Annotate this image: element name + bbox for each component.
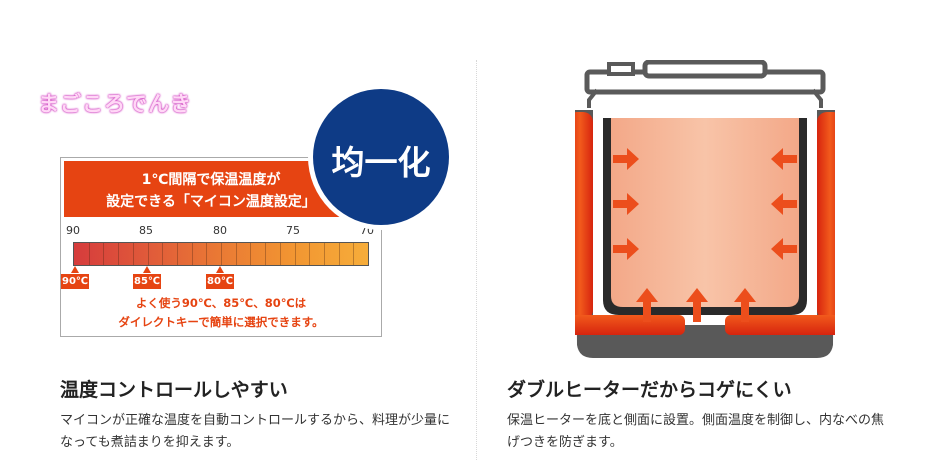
badge-circle: 均一化 [313, 89, 449, 225]
scale-division [88, 243, 90, 265]
marker-80: 80℃ [205, 266, 235, 289]
marker-arrow-icon [143, 266, 151, 273]
uniform-badge: 均一化 [308, 84, 454, 230]
left-side-heater [575, 112, 593, 320]
right-heading: ダブルヒーターだからコゲにくい [507, 379, 792, 401]
temperature-scale-bar [73, 242, 369, 266]
left-feature-panel: 1℃間隔で保温温度が 設定できる「マイコン温度設定」 90 85 80 75 7… [38, 84, 454, 450]
marker-label-85: 85℃ [133, 274, 161, 289]
marker-label-80: 80℃ [206, 274, 234, 289]
scale-division [118, 243, 120, 265]
scale-division [265, 243, 267, 265]
scale-division [250, 243, 252, 265]
note-line-1: よく使う90℃、85℃、80℃は [135, 296, 307, 310]
heat-arrow-icons [613, 148, 797, 322]
scale-division [309, 243, 311, 265]
right-feature-panel: ダブルヒーターだからコゲにくい 保温ヒーターを底と側面に設置。側面温度を制御し、… [477, 0, 950, 466]
scale-division [162, 243, 164, 265]
left-description-line-2: なっても煮詰まりを抑えます。 [60, 435, 240, 450]
scale-division [353, 243, 355, 265]
marker-90: 90℃ [60, 266, 90, 289]
banner-line-2: 設定できる「マイコン温度設定」 [106, 194, 316, 210]
marker-85: 85℃ [132, 266, 162, 289]
scale-division [147, 243, 149, 265]
scale-division [221, 243, 222, 265]
double-heater-illustration [575, 60, 835, 358]
tick-label-75: 75 [286, 224, 300, 237]
badge-text: 均一化 [331, 143, 431, 182]
scale-division [103, 243, 105, 265]
left-heading: 温度コントロールしやすい [60, 379, 288, 401]
right-side-heater [817, 112, 835, 320]
scale-division [235, 243, 237, 265]
tick-label-85: 85 [139, 224, 153, 237]
scale-division [323, 243, 325, 265]
bottom-heater-right [725, 315, 835, 335]
note-line-2: ダイレクトキーで簡単に選択できます。 [118, 315, 324, 329]
scale-division [206, 243, 208, 265]
right-description-line-1: 保温ヒーターを底と側面に設置。側面温度を制御し、内なべの焦 [507, 413, 885, 428]
marker-label-90: 90℃ [61, 274, 89, 289]
panel-divider [476, 60, 477, 460]
scale-division [176, 243, 178, 265]
banner-line-1: 1℃間隔で保温温度が [141, 172, 281, 188]
bottom-heater-left [575, 315, 685, 335]
left-description-line-1: マイコンが正確な温度を自動コントロールするから、料理が少量に [60, 413, 451, 428]
scale-division [279, 243, 281, 265]
scale-division [338, 243, 340, 265]
right-description-line-2: げつきを防ぎます。 [507, 435, 623, 450]
scale-division [132, 243, 134, 265]
scale-division [191, 243, 193, 265]
scale-tick-labels: 90 85 80 75 70 [66, 224, 374, 240]
lid [584, 60, 826, 108]
marker-arrow-icon [71, 266, 79, 273]
tick-label-90: 90 [66, 224, 80, 237]
watermark-text: まごころでんき [38, 92, 192, 116]
scale-division [294, 243, 296, 265]
marker-arrow-icon [216, 266, 224, 273]
pot-contents [611, 118, 799, 307]
tick-label-80: 80 [213, 224, 227, 237]
